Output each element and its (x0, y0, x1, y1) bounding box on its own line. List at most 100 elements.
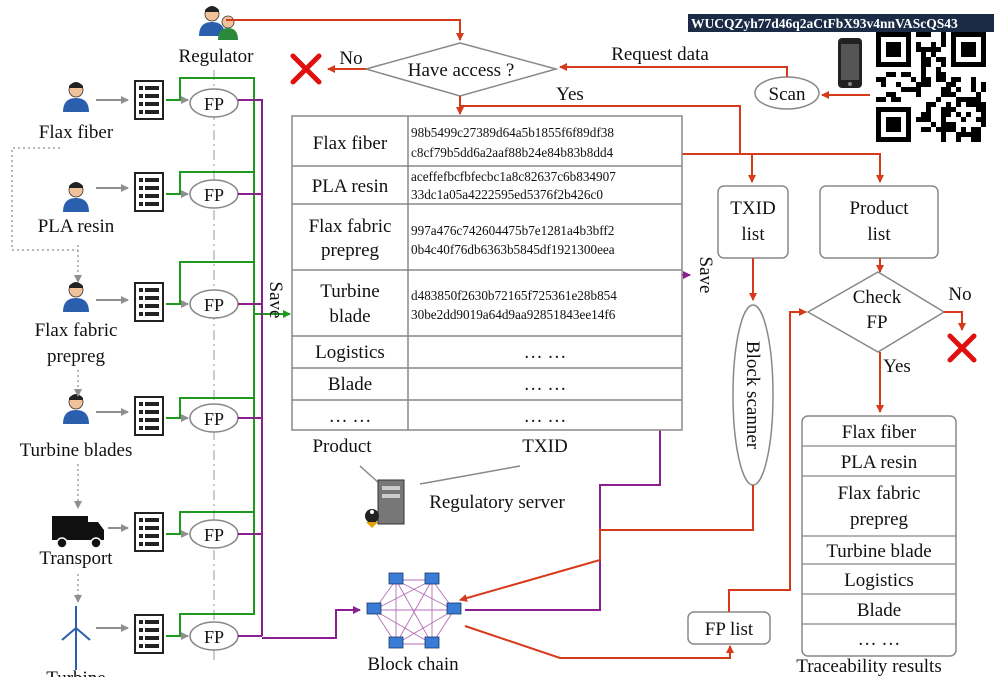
table-product-cell: PLA resin (312, 176, 389, 197)
table-txid-cell: 33dc1a05a4222595ed5376f2b426c0 (411, 187, 603, 202)
table-product-cell: Logistics (315, 342, 385, 363)
result-item: Flax fiber (842, 422, 917, 443)
check-fp-label: Check (853, 287, 902, 308)
fp-label: FP (204, 295, 224, 315)
table-product-cell: blade (329, 306, 370, 327)
stage-label-prepreg: prepreg (47, 346, 106, 367)
check-fp-label: FP (866, 312, 887, 333)
table-txid-cell: … … (524, 374, 567, 395)
result-item: Blade (857, 600, 901, 621)
access-yes-label: Yes (556, 84, 584, 105)
check-no-arrow (944, 311, 966, 331)
stage-label-turbine-blades: Turbine blades (20, 440, 133, 461)
product-list-label: list (867, 224, 891, 245)
request-data-label: Request data (611, 44, 709, 65)
smartphone-icon (838, 38, 862, 88)
fp-node: FP (189, 88, 239, 118)
table-txid-cell: 30be2dd9019a64d9aa92851843ee14f6 (411, 307, 616, 322)
table-product-cell: … … (329, 406, 372, 427)
stage-label-flax-fiber: Flax fiber (39, 122, 114, 143)
prepreg-actor-icon (62, 281, 90, 313)
stage-label-turbine: Turbine (46, 668, 105, 677)
table-txid-cell: 98b5499c27389d64a5b1855f6f89df38 (411, 125, 614, 140)
fp-label: FP (204, 94, 224, 114)
scan-to-request-line (756, 66, 788, 77)
regulator: Regulator (179, 5, 255, 67)
txid-list-label: TXID (730, 198, 775, 219)
table-product-cell: Blade (328, 374, 372, 395)
reject-x-icon (947, 333, 977, 363)
fp-label: FP (204, 409, 224, 429)
save-label-right: Save (695, 257, 716, 294)
traceability-results: Flax fiber PLA resin Flax fabric prepreg… (801, 415, 957, 657)
document-icons (134, 80, 164, 654)
access-no-label: No (339, 48, 362, 69)
check-fp-decision: Check FP (806, 271, 946, 353)
table-product-header: Product (312, 436, 372, 457)
fp-node: FP (189, 179, 239, 209)
block-scanner-label: Block scanner (742, 341, 763, 450)
result-item: prepreg (850, 509, 909, 530)
stage-label-pla-resin: PLA resin (38, 216, 115, 237)
truck-icon (52, 516, 104, 549)
regulator-to-access-arrow (226, 19, 464, 41)
server-icon (365, 479, 405, 528)
blockchain-network-icon (366, 572, 462, 649)
stage-icons (52, 81, 104, 670)
yes-branch-line (460, 105, 741, 154)
table-txid-cell: c8cf79b5dd6a2aaf88b24e84b83b8dd4 (411, 145, 614, 160)
regulator-label: Regulator (179, 46, 255, 67)
table-product-cell: Flax fiber (313, 133, 388, 154)
result-item: Turbine blade (826, 541, 931, 562)
deny-x-icon (290, 53, 322, 85)
product-list-box: Product list (819, 185, 939, 259)
fp-node: FP (189, 621, 239, 651)
save-label-left: Save (265, 282, 286, 319)
table-txid-cell: aceffefbcfbfecbc1a8c82637c6b834907 (411, 169, 616, 184)
txid-list-box: TXID list (717, 185, 789, 259)
fp-node: FP (189, 403, 239, 433)
fp-node: FP (189, 289, 239, 319)
result-item: PLA resin (841, 452, 918, 473)
check-yes-label: Yes (883, 356, 911, 377)
qr-code-icon (876, 32, 986, 142)
result-item: … … (858, 629, 901, 650)
have-access-decision: Have access ? (363, 42, 559, 97)
flax-fiber-actor-icon (62, 81, 90, 113)
qr-code-text: WUCQZyh77d46q2aCtFbX93v4nnVAScQS43 (691, 16, 958, 31)
result-item: Flax fabric (838, 483, 921, 504)
fp-list-label: FP list (705, 619, 754, 640)
table-product-cell: Flax fabric (309, 216, 392, 237)
server-label: Regulatory server (429, 492, 565, 513)
wind-turbine-icon (61, 606, 91, 670)
fp-list-box: FP list (687, 611, 771, 645)
stage-label-transport: Transport (39, 548, 113, 569)
scan-label: Scan (769, 84, 806, 105)
result-item: Logistics (844, 570, 914, 591)
fp-node: FP (189, 519, 239, 549)
stage-label-flax-fabric: Flax fabric (35, 320, 118, 341)
server-table: Flax fiber 98b5499c27389d64a5b1855f6f89d… (291, 115, 683, 457)
block-scanner: Block scanner (732, 304, 774, 486)
have-access-label: Have access ? (408, 60, 515, 81)
to-product-list-arrow (670, 153, 884, 183)
pla-resin-actor-icon (62, 181, 90, 213)
fplist-to-check-arrow (728, 308, 807, 612)
regulator-icon (198, 5, 238, 40)
scanner-to-chain-arrow (459, 485, 754, 602)
server-pointer-left (359, 465, 381, 485)
stage-flow-dotted (11, 147, 82, 603)
traceability-caption: Traceability results (796, 656, 941, 677)
fp-label: FP (204, 627, 224, 647)
txid-list-label: list (741, 224, 765, 245)
table-txid-header: TXID (522, 436, 567, 457)
table-product-cell: Turbine (320, 281, 379, 302)
check-no-label: No (948, 284, 971, 305)
table-txid-cell: 997a476c742604475b7e1281a4b3bff2 (411, 223, 614, 238)
table-txid-cell: … … (524, 406, 567, 427)
fp-label: FP (204, 185, 224, 205)
turbine-blades-actor-icon (62, 393, 90, 425)
blockchain-label: Block chain (367, 654, 459, 675)
green-save-lines (166, 77, 291, 637)
